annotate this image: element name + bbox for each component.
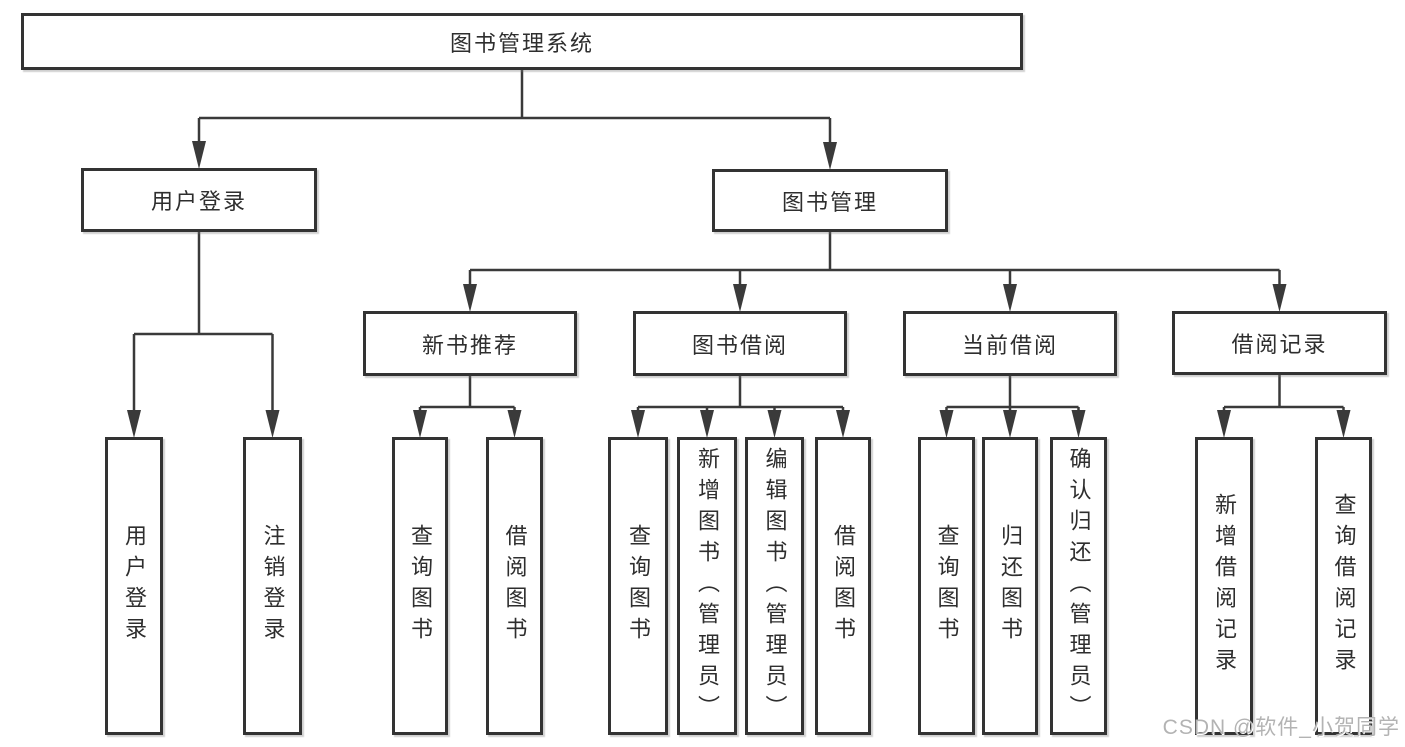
arrowhead-icon xyxy=(192,141,206,169)
node-label-root: 图书管理系统 xyxy=(449,30,594,56)
arrowhead-icon xyxy=(1217,410,1231,438)
arrowhead-icon xyxy=(767,410,782,438)
node-book-mgmt: 图书管理 xyxy=(712,169,948,232)
arrowhead-icon xyxy=(463,284,477,312)
node-leaf-logout: 注销登录 xyxy=(243,437,302,735)
arrowhead-icon xyxy=(1071,410,1086,438)
arrowhead-icon xyxy=(1272,284,1287,312)
node-leaf-query-borrow: 查询图书 xyxy=(608,437,668,735)
arrowhead-icon xyxy=(507,410,522,438)
node-current-borrow: 当前借阅 xyxy=(903,311,1117,376)
node-label-book-borrow: 图书借阅 xyxy=(691,332,788,358)
node-label-leaf-confirm-return: 确认归还（管理员） xyxy=(1066,446,1092,726)
arrowhead-icon xyxy=(836,410,850,438)
node-label-leaf-add-book: 新增图书（管理员） xyxy=(695,446,720,726)
node-label-leaf-query-current: 查询图书 xyxy=(934,524,960,648)
node-label-borrow-records: 借阅记录 xyxy=(1231,332,1328,357)
node-label-leaf-borrow-book: 借阅图书 xyxy=(831,524,856,648)
node-label-leaf-query-new: 查询图书 xyxy=(408,524,433,648)
node-leaf-query-new: 查询图书 xyxy=(392,437,448,735)
node-leaf-confirm-return: 确认归还（管理员） xyxy=(1050,437,1107,735)
node-label-leaf-return-book: 归还图书 xyxy=(998,524,1023,648)
node-leaf-return-book: 归还图书 xyxy=(982,437,1038,735)
node-label-user-login: 用户登录 xyxy=(150,189,247,214)
node-leaf-add-book: 新增图书（管理员） xyxy=(677,437,737,735)
node-leaf-query-record: 查询借阅记录 xyxy=(1315,437,1372,735)
node-label-book-mgmt: 图书管理 xyxy=(781,189,878,215)
arrowhead-icon xyxy=(700,410,714,438)
node-root: 图书管理系统 xyxy=(21,13,1023,70)
arrowhead-icon xyxy=(1003,284,1017,312)
node-label-leaf-borrow-new: 借阅图书 xyxy=(502,524,528,648)
node-leaf-borrow-book: 借阅图书 xyxy=(815,437,871,735)
node-label-leaf-query-borrow: 查询图书 xyxy=(626,524,651,648)
node-label-leaf-user-login: 用户登录 xyxy=(122,524,147,648)
arrowhead-icon xyxy=(631,410,645,438)
arrowhead-icon xyxy=(1336,410,1351,438)
node-label-current-borrow: 当前借阅 xyxy=(961,332,1058,358)
arrowhead-icon xyxy=(1003,410,1017,438)
arrowhead-icon xyxy=(265,410,280,438)
arrowhead-icon xyxy=(823,142,837,170)
node-borrow-records: 借阅记录 xyxy=(1172,311,1387,375)
arrowhead-icon xyxy=(413,410,427,438)
node-leaf-edit-book: 编辑图书（管理员） xyxy=(745,437,804,735)
node-user-login: 用户登录 xyxy=(81,168,317,232)
node-leaf-query-current: 查询图书 xyxy=(918,437,975,735)
node-leaf-borrow-new: 借阅图书 xyxy=(486,437,543,735)
arrowhead-icon xyxy=(127,410,141,438)
node-book-borrow: 图书借阅 xyxy=(633,311,847,376)
node-label-new-rec: 新书推荐 xyxy=(421,332,518,358)
node-label-leaf-add-record: 新增借阅记录 xyxy=(1212,493,1237,679)
node-leaf-add-record: 新增借阅记录 xyxy=(1195,437,1253,735)
node-label-leaf-edit-book: 编辑图书（管理员） xyxy=(762,446,788,726)
arrowhead-icon xyxy=(939,410,954,438)
arrowhead-icon xyxy=(733,284,747,312)
node-label-leaf-query-record: 查询借阅记录 xyxy=(1331,493,1357,679)
node-leaf-user-login: 用户登录 xyxy=(105,437,163,735)
node-new-rec: 新书推荐 xyxy=(363,311,577,376)
node-label-leaf-logout: 注销登录 xyxy=(260,524,286,648)
